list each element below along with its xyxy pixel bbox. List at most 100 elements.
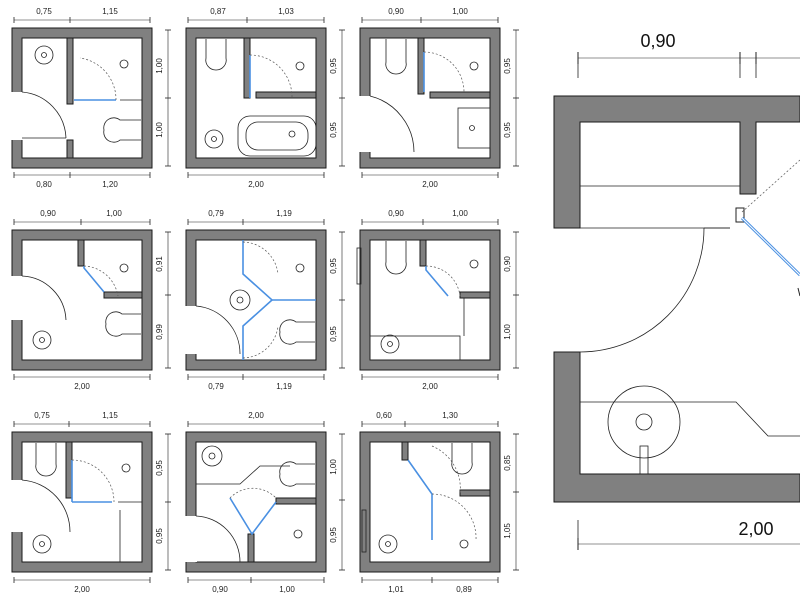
plan-3-bottom-dim-1: 2,00 [422,180,438,189]
plan-4-shower-glass [83,266,105,293]
plan-8-dim-bottom: 0,90 1,00 [187,577,325,594]
plan-1-walls [11,27,153,169]
plan-6-right-dim-2: 1,00 [503,324,512,340]
plan-2-top-dim-1: 0,87 [210,7,226,16]
plan-9: 0,60 1,30 0,85 1,05 1,01 0,89 [359,411,519,594]
plan-7-dim-top: 0,75 1,15 [13,411,151,427]
plan-3-door-swing [369,95,415,153]
plan-9-partition-h [459,489,491,497]
plan-9-shower-head-icon [459,539,469,549]
plan-2-drain-icon [211,136,217,142]
plan-5-dim-top: 0,79 1,19 [187,209,325,225]
plan-6: 0,90 1,00 0,90 1,00 2,00 [356,209,519,391]
plan-8-right-dim-1: 1,00 [329,459,338,475]
plan-9-towel-rail [361,509,367,553]
plan-4-right-dim-2: 0,99 [155,324,164,340]
detail-walls-lower [553,351,800,503]
plan-1-top-dim-2: 1,15 [102,7,118,16]
detail-washbasin-icon [607,385,681,459]
plan-9-door-swing [431,493,477,541]
plan-2-right-dim-1: 0,95 [329,58,338,74]
plan-9-dim-right: 0,85 1,05 [503,433,519,571]
plan-2-bottom-dim-1: 2,00 [248,180,264,189]
plan-9-bottom-dim-1: 1,01 [388,585,404,594]
plan-4-top-dim-1: 0,90 [40,209,56,218]
plan-5-bottom-dim-2: 1,19 [276,382,292,391]
plan-7-bottom-dim-1: 2,00 [74,585,90,594]
plan-1-right-dim-1: 1,00 [155,58,164,74]
plan-2-partition-h [255,91,317,99]
plan-4-dim-top: 0,90 1,00 [13,209,151,225]
plan-8-shower-glass [229,497,277,536]
plan-2-toilet-icon [205,39,227,71]
plan-6-drain-icon [387,341,393,347]
plan-8-toilet-icon [279,461,315,487]
plan-6-dim-bottom: 2,00 [361,374,499,391]
plan-6-partition-h [459,291,491,299]
plan-5-dim-bottom: 0,79 1,19 [187,374,325,391]
plan-9-shower-swing [431,445,461,495]
plan-5-bottom-dim-1: 0,79 [208,382,224,391]
plan-5-right-dim-2: 0,95 [329,326,338,342]
plan-8-top-dim-1: 2,00 [248,411,264,420]
plan-2: 0,87 1,03 0,95 0,95 2,00 [185,7,345,189]
plan-2-bathtub-inner [245,121,309,151]
plan-6-counter [369,335,461,361]
detail-shower-glass-inner [741,217,800,276]
plan-6-shower-glass [425,266,449,297]
plan-7-right-dim-1: 0,95 [155,460,164,476]
plan-3-right-dim-1: 0,95 [503,58,512,74]
plan-2-washbasin-icon [204,129,224,149]
plan-9-dim-bottom: 1,01 0,89 [361,577,499,594]
plan-8-door-gap [185,516,197,562]
plan-1-door-gap [11,92,23,140]
plan-6-partition [419,239,427,267]
plan-2-walls [185,27,327,169]
plan-3-right-dim-2: 0,95 [503,122,512,138]
plan-6-washbasin-icon [380,334,400,354]
plan-8-door-swing [195,515,241,563]
plan-4-washbasin-icon [32,330,52,350]
plan-4-partition [77,239,85,267]
plan-5-dim-right: 0,95 0,95 [329,231,345,369]
plan-4-shower-swing [83,265,119,297]
plan-9-drain-icon [385,541,391,547]
plan-5-door-swing [195,305,241,355]
detail-shower-swing [741,159,800,213]
plan-5-shower-head-icon [295,263,305,273]
plan-8: 2,00 1,00 0,95 0,90 1,00 [185,411,345,594]
plan-4-shower-head-icon [119,263,129,273]
plan-2-dim-right: 0,95 0,95 [329,29,345,167]
plan-1-drain-icon [41,52,47,58]
detail-counter [580,401,800,437]
plan-1-bottom-dim-2: 1,20 [102,180,118,189]
plan-3-top-dim-2: 1,00 [452,7,468,16]
detail-dim-bottom: 2,00 [577,519,800,550]
plan-6-top-dim-2: 1,00 [452,209,468,218]
plan-1-shower-head-icon [119,59,129,69]
plan-2-dim-top: 0,87 1,03 [187,7,325,23]
plan-5-right-dim-1: 0,95 [329,258,338,274]
plan-4-dim-right: 0,91 0,99 [155,231,171,369]
plan-8-dim-right: 1,00 0,95 [329,433,345,571]
plan-7-top-dim-2: 1,15 [102,411,118,420]
plan-3: 0,90 1,00 0,95 0,95 2,00 [359,7,519,189]
plan-6-right-dim-1: 0,90 [503,256,512,272]
plan-3-partition [417,37,425,95]
plan-1-shower-swing [79,57,117,101]
plan-6-dim-right: 0,90 1,00 [503,231,519,369]
plan-2-shower-swing [249,54,293,98]
plan-8-washbasin-icon [201,445,223,467]
detail-tap-icon [639,445,649,475]
detail-glass-hinge [735,207,745,223]
plan-8-bottom-dim-1: 0,90 [212,585,228,594]
plan-1-dim-right: 1,00 1,00 [155,29,171,167]
plan-9-dim-top: 0,60 1,30 [361,411,499,427]
plan-8-dim-top: 2,00 [187,411,325,427]
plan-1: 0,75 1,15 1,00 1,00 0,80 1,20 [11,7,171,189]
plan-1-partition-stub [66,139,74,159]
plan-5-top-dim-1: 0,79 [208,209,224,218]
plan-2-partition [243,37,251,99]
plan-4-bottom-dim-1: 2,00 [74,382,90,391]
plan-8-bottom-dim-2: 1,00 [279,585,295,594]
